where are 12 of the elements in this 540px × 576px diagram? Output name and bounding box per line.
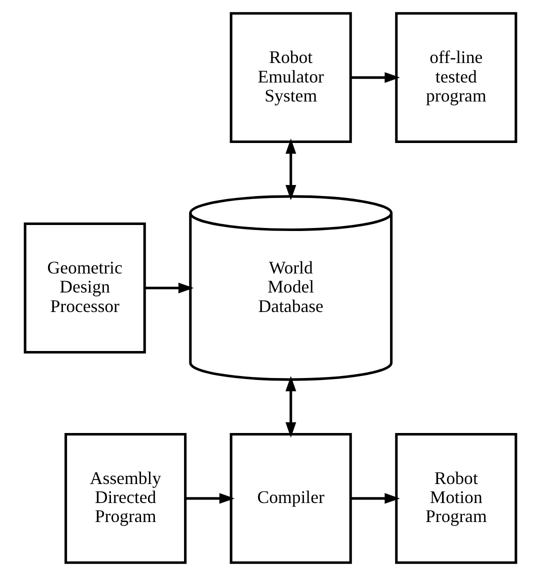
node-box: Geometric Design Processor bbox=[23, 222, 146, 354]
node-box: Assembly Directed Program bbox=[64, 432, 186, 564]
node-box: off-line tested program bbox=[394, 12, 517, 144]
arrow bbox=[285, 376, 296, 438]
node-box: Robot Emulator System bbox=[229, 12, 352, 144]
arrow bbox=[185, 493, 234, 504]
arrow bbox=[285, 138, 296, 200]
arrow bbox=[350, 72, 400, 83]
node-box: Compiler bbox=[229, 432, 352, 564]
arrow bbox=[350, 493, 400, 504]
arrow bbox=[144, 282, 194, 294]
node-box: Robot Motion Program bbox=[394, 432, 517, 564]
